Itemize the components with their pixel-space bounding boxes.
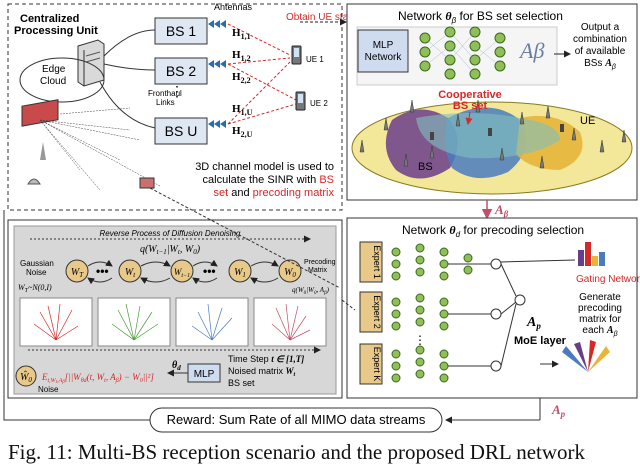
- h11-label: H1,1: [232, 27, 251, 41]
- chain-arrows: [87, 259, 279, 285]
- expert-2-box: Expert 2: [359, 291, 383, 333]
- svg-text:BS 1: BS 1: [166, 23, 197, 39]
- theta-d-label: θd: [172, 360, 181, 372]
- antennas-label: Antennas: [214, 2, 253, 12]
- scenario-panel: [7, 3, 343, 211]
- q-top-label: q(Wt−1|Wt, W0): [140, 244, 201, 256]
- noise-bottom-label: Noise: [38, 385, 59, 394]
- reward-label: Reward: Sum Rate of all MIMO data stream…: [167, 412, 426, 427]
- time-step-label: Time Step t ∈ [1,T]: [228, 354, 304, 364]
- bs-selection-title: Network θβ for BS set selection: [398, 9, 563, 25]
- chain-dots-1: •••: [96, 264, 109, 278]
- chain-node-Wt-1: Wt−1: [170, 259, 194, 283]
- map-to-diffusion-connector: [149, 187, 341, 289]
- bs-u-box: BS U: [154, 117, 208, 145]
- h12-label: H1,2: [232, 49, 251, 63]
- loss-expression: Et,Wt,Aβ[||Wθd(t, Wt, Aβ) − W0||²]: [41, 372, 154, 385]
- svg-text:BS 2: BS 2: [166, 63, 197, 79]
- merge-line-1: [500, 263, 517, 297]
- w0-hat-node: [15, 365, 37, 387]
- chain-node-WT: WT: [65, 259, 89, 283]
- bs-selection-nn-edges: [424, 31, 501, 75]
- bs-2-box: BS 2: [154, 57, 208, 85]
- expert-1-box: Expert 1: [359, 241, 383, 283]
- ue2-label: UE 2: [310, 99, 328, 108]
- bs-label: BS: [418, 161, 433, 173]
- ue1-phone-icon: [291, 45, 302, 65]
- merge-line-2: [500, 301, 517, 315]
- ap-bottom-label: Ap: [551, 402, 566, 419]
- bs-ellipsis: ⋮: [170, 83, 184, 99]
- chain-node-W1: W1: [228, 259, 252, 283]
- gating-label: Gating Network: [576, 274, 640, 285]
- 3d-channel-map: [21, 99, 161, 191]
- channel-note-line3: set and precoding matrix: [214, 187, 335, 199]
- cloud-shape: [19, 57, 105, 103]
- svg-text:W1: W1: [234, 267, 246, 279]
- fronthaul-link-1: [103, 29, 156, 57]
- precoding-title: Network θd for precoding selection: [402, 223, 584, 239]
- noised-label: Noised matrix Wt: [228, 366, 296, 378]
- experts-ellipsis: ⋮: [414, 333, 426, 347]
- figure-caption: Fig. 11: Multi-BS reception scenario and…: [8, 440, 586, 464]
- diffusion-header: Reverse Process of Diffusion Denoising: [100, 229, 242, 238]
- precoding-nn: [391, 243, 473, 383]
- bs-set-label: BS set: [228, 378, 255, 388]
- svg-text:Expert 1: Expert 1: [372, 245, 382, 279]
- a-beta-symbol: Aβ: [518, 38, 544, 63]
- svg-text:Wt: Wt: [125, 267, 136, 279]
- ue-label: UE: [580, 115, 595, 127]
- server-icon: [77, 39, 105, 87]
- expert-k-box: Expert K: [359, 343, 383, 385]
- svg-text:Expert 2: Expert 2: [372, 295, 382, 329]
- noise-equation: WT~N(0,I): [18, 283, 52, 294]
- channel-links: [227, 23, 297, 125]
- channel-note-line1: 3D channel model is used to: [195, 161, 334, 173]
- fan-output: [562, 340, 610, 372]
- a-beta-label: Aβ: [494, 202, 509, 219]
- obtain-ue-label: Obtain UE state: [286, 12, 357, 23]
- chain-dots-2: •••: [203, 264, 216, 278]
- diffusion-mlp-label: MLP: [194, 369, 215, 380]
- merge-line-3: [500, 303, 517, 367]
- cpu-title: Centralized Processing Unit: [14, 13, 98, 37]
- polar-thumbnails: [19, 297, 327, 347]
- gating-line: [500, 259, 576, 263]
- bs-tower-icons: [359, 99, 627, 169]
- q-right-label: q(W0|W0, Aβ): [292, 286, 330, 296]
- ue1-label: UE 1: [306, 55, 324, 64]
- antenna-icons: [208, 20, 226, 128]
- gating-bars: [578, 242, 605, 266]
- chain-node-W0: W0: [278, 259, 302, 283]
- svg-text:BS U: BS U: [165, 123, 198, 139]
- fronthaul-link-3: [99, 81, 156, 129]
- channel-note-line2: calculate the SINR with BS: [203, 174, 334, 186]
- feedback-loop-line: [3, 210, 150, 421]
- ue-phone-icons: [430, 124, 564, 140]
- svg-text:Expert K: Expert K: [372, 347, 382, 382]
- coop-arrow: [465, 111, 473, 125]
- h2u-label: H2,U: [232, 125, 253, 139]
- h22-label: H2,2: [232, 71, 251, 85]
- fronthaul-link-2: [103, 63, 156, 71]
- moe-label: MoE layer: [514, 335, 567, 347]
- diffusion-to-experts-connector: [341, 299, 356, 311]
- h1u-label: H1,U: [232, 103, 253, 117]
- chain-node-Wt: Wt: [118, 259, 142, 283]
- ue2-phone-icon: [295, 91, 306, 111]
- bs-1-box: BS 1: [154, 17, 208, 45]
